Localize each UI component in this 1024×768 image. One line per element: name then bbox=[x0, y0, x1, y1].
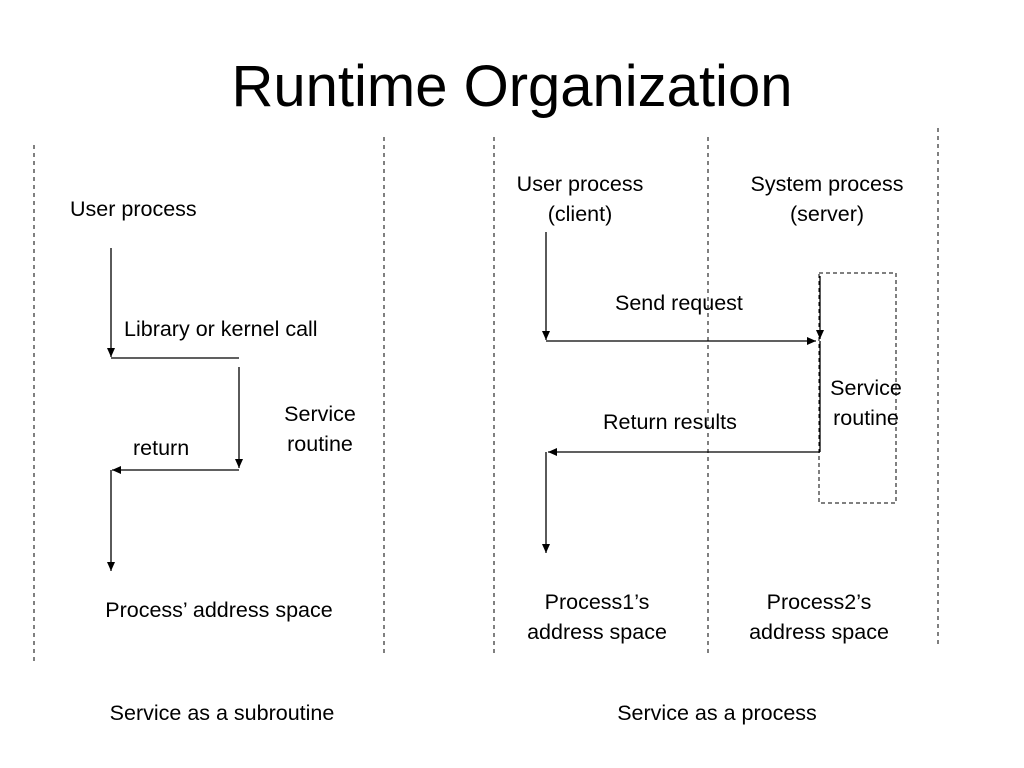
process1-address-space-label: Process1’s address space bbox=[502, 587, 692, 647]
server-service-routine-line1: Service bbox=[830, 376, 902, 400]
server-line1: System process bbox=[750, 172, 904, 196]
subroutine-caption: Service as a subroutine bbox=[109, 701, 335, 725]
server-service-routine-line2: routine bbox=[833, 406, 899, 430]
send-request-label: Send request bbox=[615, 291, 743, 315]
return-label: return bbox=[133, 436, 190, 460]
client-line2: (client) bbox=[547, 202, 613, 226]
process2-line2: address space bbox=[749, 620, 889, 644]
process-address-space-label: Process’ address space bbox=[105, 598, 333, 622]
client-process-label: User process (client) bbox=[495, 169, 665, 229]
return-results-label: Return results bbox=[603, 410, 737, 434]
process2-line1: Process2’s bbox=[766, 590, 872, 614]
slide-title: Runtime Organization bbox=[231, 54, 793, 119]
process2-address-space-label: Process2’s address space bbox=[724, 587, 914, 647]
service-routine-line2: routine bbox=[287, 432, 353, 456]
process1-line1: Process1’s bbox=[544, 590, 650, 614]
process1-line2: address space bbox=[527, 620, 667, 644]
server-line2: (server) bbox=[789, 202, 865, 226]
library-kernel-call-label: Library or kernel call bbox=[124, 317, 318, 341]
service-routine-box bbox=[818, 272, 897, 504]
service-routine-line1: Service bbox=[284, 402, 356, 426]
client-line1: User process bbox=[516, 172, 644, 196]
user-process-label: User process bbox=[70, 197, 197, 221]
server-process-label: System process (server) bbox=[722, 169, 932, 229]
service-routine-label: Service routine bbox=[262, 399, 378, 459]
process-caption: Service as a process bbox=[617, 701, 817, 725]
server-service-routine-label: Service routine bbox=[810, 373, 922, 433]
